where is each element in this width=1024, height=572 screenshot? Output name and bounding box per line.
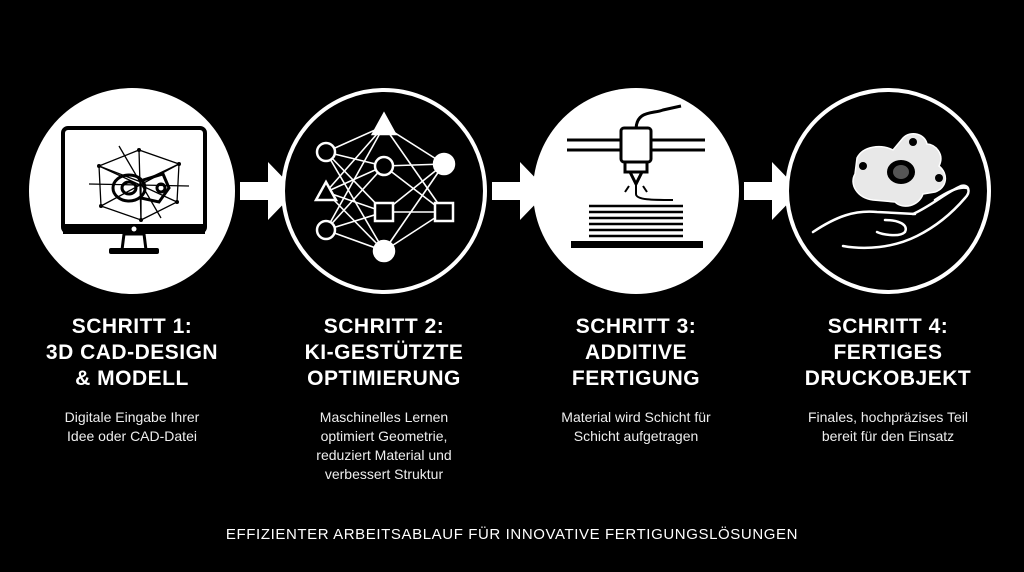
step-1-desc-line: Idee oder CAD-Datei (67, 428, 197, 444)
step-3-desc-line: Schicht aufgetragen (573, 428, 699, 444)
step-2-desc-line: optimiert Geometrie, (320, 428, 448, 444)
step-4-description: Finales, hochpräzises Teil bereit für de… (768, 408, 1008, 446)
step-2-title-line: SCHRITT 2: (323, 315, 445, 338)
step-2: SCHRITT 2: KI-GESTÜTZTE OPTIMIERUNG Masc… (264, 314, 504, 484)
step-4-title-line: FERTIGES (833, 341, 943, 364)
step-3-title: SCHRITT 3: ADDITIVE FERTIGUNG (516, 314, 756, 392)
step-3-desc-line: Material wird Schicht für (561, 409, 711, 425)
step-1-title-line: & MODELL (75, 367, 189, 390)
cad-monitor-icon (61, 126, 207, 254)
step-3-title-line: ADDITIVE (584, 341, 687, 364)
hand-holding-part-icon (811, 133, 970, 250)
step-1: SCHRITT 1: 3D CAD-DESIGN & MODELL Digita… (12, 314, 252, 446)
step-2-desc-line: Maschinelles Lernen (319, 409, 449, 425)
step-2-description: Maschinelles Lernen optimiert Geometrie,… (264, 408, 504, 484)
step-3: SCHRITT 3: ADDITIVE FERTIGUNG Material w… (516, 314, 756, 446)
step-4-circle (785, 88, 991, 294)
step-2-desc-line: reduziert Material und (316, 447, 452, 463)
step-1-title-line: 3D CAD-DESIGN (45, 341, 219, 364)
footer-caption: EFFIZIENTER ARBEITSABLAUF FÜR INNOVATIVE… (225, 526, 799, 543)
step-1-title-line: SCHRITT 1: (71, 315, 193, 338)
step-4-title: SCHRITT 4: FERTIGES DRUCKOBJEKT (768, 314, 1008, 392)
step-3-title-line: FERTIGUNG (571, 367, 701, 390)
step-2-title: SCHRITT 2: KI-GESTÜTZTE OPTIMIERUNG (264, 314, 504, 392)
step-1-description: Digitale Eingabe Ihrer Idee oder CAD-Dat… (12, 408, 252, 446)
step-3-title-line: SCHRITT 3: (575, 315, 697, 338)
neural-network-icon (313, 111, 456, 263)
step-3-description: Material wird Schicht für Schicht aufget… (516, 408, 756, 446)
step-2-title-line: KI-GESTÜTZTE (304, 341, 464, 364)
step-4-title-line: DRUCKOBJEKT (804, 367, 972, 390)
step-1-desc-line: Digitale Eingabe Ihrer (64, 409, 200, 425)
step-4-desc-line: Finales, hochpräzises Teil (807, 409, 969, 425)
step-2-desc-line: verbessert Struktur (324, 466, 444, 482)
step-3-circle (533, 88, 739, 294)
step-2-circle (281, 88, 487, 294)
3d-printer-nozzle-icon (567, 104, 705, 248)
step-1-title: SCHRITT 1: 3D CAD-DESIGN & MODELL (12, 314, 252, 392)
step-4: SCHRITT 4: FERTIGES DRUCKOBJEKT Finales,… (768, 314, 1008, 446)
step-4-title-line: SCHRITT 4: (827, 315, 949, 338)
step-2-title-line: OPTIMIERUNG (307, 367, 461, 390)
step-4-desc-line: bereit für den Einsatz (821, 428, 955, 444)
step-1-circle (29, 88, 235, 294)
